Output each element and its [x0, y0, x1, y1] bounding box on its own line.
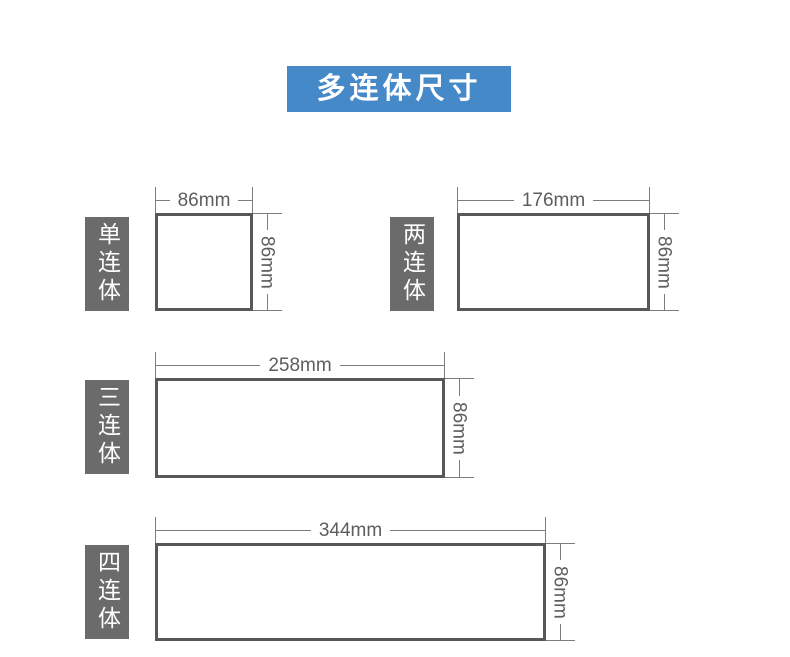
- extension-line: [650, 213, 679, 214]
- dimension-line: [238, 199, 254, 201]
- dimension-line: [559, 624, 561, 642]
- height-dimension-quad: 86mm: [546, 543, 575, 642]
- width-dimension-quad: 344mm: [155, 517, 547, 543]
- width-dimension-triple: 258mm: [155, 352, 446, 378]
- dimension-line: [559, 543, 561, 560]
- extension-line: [546, 640, 575, 641]
- label-text-single: 单连体: [94, 222, 121, 306]
- dimension-tick-icon: [649, 187, 650, 213]
- label-text-quad: 四连体: [94, 550, 121, 634]
- outline-single: [155, 213, 253, 311]
- outline-triple: [155, 378, 445, 478]
- dimension-line: [457, 199, 514, 201]
- extension-line: [445, 477, 474, 478]
- dimension-line: [390, 529, 547, 531]
- dimension-line: [155, 199, 170, 201]
- width-value-double: 176mm: [521, 189, 586, 211]
- label-text-double: 两连体: [399, 222, 426, 306]
- extension-line: [253, 310, 282, 311]
- width-value-single: 86mm: [177, 189, 231, 211]
- page-title: 多连体尺寸: [316, 72, 482, 105]
- dimension-line-column: 86mm: [253, 213, 281, 312]
- label-text-triple: 三连体: [94, 385, 121, 469]
- width-dimension-double: 176mm: [457, 187, 651, 213]
- dimension-line: [266, 294, 268, 312]
- dimension-line: [155, 529, 311, 531]
- dimension-tick-icon: [252, 187, 253, 213]
- dimension-line: [663, 294, 665, 312]
- dimension-line: [339, 364, 446, 366]
- dimension-tick-icon: [545, 517, 546, 543]
- extension-line: [546, 543, 575, 544]
- dimension-line-column: 86mm: [650, 213, 678, 312]
- height-dimension-single: 86mm: [253, 213, 282, 312]
- dimension-tick-icon: [444, 352, 445, 378]
- dimension-line: [155, 364, 261, 366]
- dimension-line: [663, 213, 665, 230]
- dimension-line: [593, 199, 651, 201]
- title-banner: 多连体尺寸: [287, 66, 511, 112]
- dimension-line-column: 86mm: [445, 378, 473, 479]
- dimension-tick-icon: [155, 187, 156, 213]
- dimension-tick-icon: [155, 517, 156, 543]
- dimension-line: [458, 378, 460, 396]
- outline-quad: [155, 543, 546, 641]
- label-box-double: 两连体: [390, 217, 434, 311]
- width-dimension-single: 86mm: [155, 187, 254, 213]
- label-box-triple: 三连体: [85, 380, 129, 474]
- dimension-line: [266, 213, 268, 230]
- label-box-single: 单连体: [85, 217, 129, 311]
- extension-line: [650, 310, 679, 311]
- dimension-line: [458, 460, 460, 479]
- dimension-tick-icon: [457, 187, 458, 213]
- width-value-triple: 258mm: [268, 354, 332, 376]
- outline-double: [457, 213, 650, 311]
- height-dimension-double: 86mm: [650, 213, 679, 312]
- extension-line: [253, 213, 282, 214]
- label-box-quad: 四连体: [85, 545, 129, 639]
- width-value-quad: 344mm: [318, 519, 383, 541]
- height-value-double: 86mm: [653, 235, 675, 289]
- dimension-line-column: 86mm: [546, 543, 574, 642]
- height-dimension-triple: 86mm: [445, 378, 474, 479]
- extension-line: [445, 378, 474, 379]
- height-value-quad: 86mm: [549, 565, 571, 619]
- dimension-tick-icon: [155, 352, 156, 378]
- height-value-triple: 86mm: [448, 401, 470, 455]
- height-value-single: 86mm: [256, 235, 278, 289]
